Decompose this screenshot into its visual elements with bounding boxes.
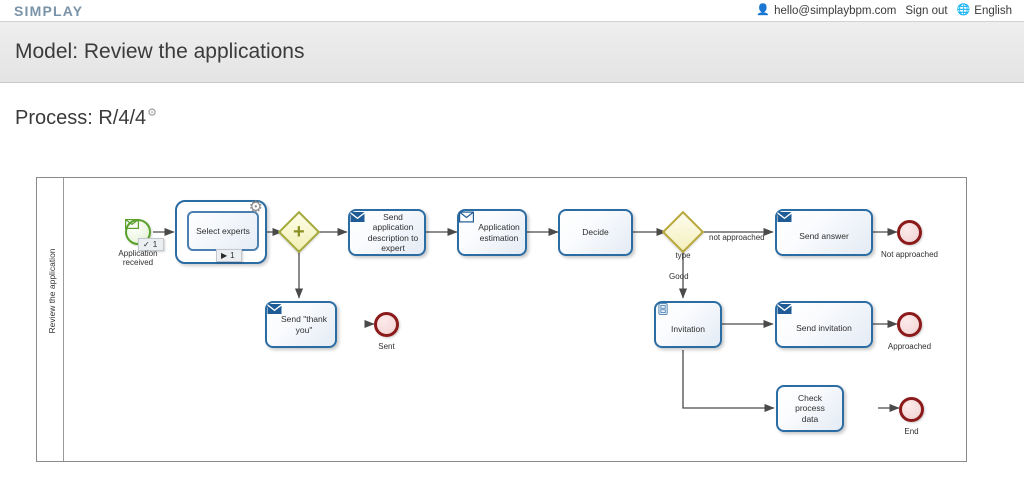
brand-logo[interactable]: SIMPLAY [14,2,84,19]
user-account[interactable]: 👤 hello@simplaybpm.com [756,5,896,17]
end-event-sent[interactable]: Sent [374,312,399,351]
end-event-not-approached[interactable]: Not approached [881,220,938,259]
task-decide[interactable]: Decide [558,209,633,256]
user-email-label: hello@simplaybpm.com [774,4,897,17]
manual-task-icon [658,303,668,315]
end-event-circle [897,312,922,337]
message-icon [125,219,140,230]
task-label: Send invitation [796,323,852,334]
subprocess-badge-count: 1 [230,251,235,260]
play-icon: ▶ [221,251,228,260]
gateway-parallel[interactable]: + [277,210,321,254]
model-title: Model: Review the applications [15,40,305,63]
end-event-end[interactable]: End [899,397,924,436]
globe-icon: 🌐 [956,4,971,16]
envelope-filled-icon [350,212,365,222]
sequence-flows [153,227,900,413]
check-icon: ✓ [143,240,150,249]
start-badge-count: 1 [152,240,158,249]
flow-label-good: Good [669,272,689,281]
gateway-type-label: type [675,251,691,260]
topbar-right-group: 👤 hello@simplaybpm.com Sign out 🌐 Englis… [756,5,1012,17]
subprocess-label: Select experts [196,226,250,236]
subprocess-select-experts[interactable]: Select experts ⚙ ▶ 1 [175,200,267,264]
task-label: Send answer [799,231,849,242]
process-title-text: Process: R/4/4 [15,107,147,129]
gear-icon[interactable]: ⚙ [248,199,263,216]
gateway-type[interactable]: type [661,210,705,260]
flow-label-not-approached: not approached [709,233,765,242]
end-event-circle [899,397,924,422]
sign-out-link[interactable]: Sign out [905,4,948,17]
language-label: English [974,4,1012,17]
task-label: Decide [582,227,609,238]
process-header: Process: R/4/4 ⚙ [0,83,1024,130]
task-invitation[interactable]: Invitation [654,301,722,348]
gear-icon[interactable]: ⚙ [147,107,158,119]
envelope-filled-icon [777,304,792,314]
envelope-outline-icon [459,211,475,223]
end-event-circle [897,220,922,245]
envelope-filled-icon [777,212,792,222]
top-bar: SIMPLAY 👤 hello@simplaybpm.com Sign out … [0,0,1024,21]
task-label: Send "thank you" [280,314,328,335]
page-title: Process: R/4/4 ⚙ [15,107,157,130]
task-send-thank-you[interactable]: Send "thank you" [265,301,337,348]
language-selector[interactable]: 🌐 English [957,5,1012,17]
task-send-invitation[interactable]: Send invitation [775,301,873,348]
plus-icon: + [293,220,306,243]
gateway-type-diamond [661,210,705,254]
end-event-label: Sent [378,342,395,351]
task-label: Invitation [670,324,706,335]
start-event-token-badge[interactable]: ✓ 1 [138,238,165,251]
model-header-band: Model: Review the applications [0,21,1024,83]
end-event-label: Not approached [881,250,938,259]
task-send-answer[interactable]: Send answer [775,209,873,256]
user-icon: 👤 [756,4,771,16]
end-event-approached[interactable]: Approached [888,312,931,351]
envelope-filled-icon [267,304,282,314]
lane-divider [63,178,64,461]
end-event-label: Approached [887,342,932,351]
gateway-parallel-diamond: + [277,210,321,254]
subprocess-inner-task[interactable]: Select experts [187,211,259,251]
end-event-circle [374,312,399,337]
subprocess-token-badge[interactable]: ▶ 1 [216,249,242,262]
process-diagram-canvas[interactable]: Review the application [36,177,967,462]
end-event-label: End [904,427,919,436]
